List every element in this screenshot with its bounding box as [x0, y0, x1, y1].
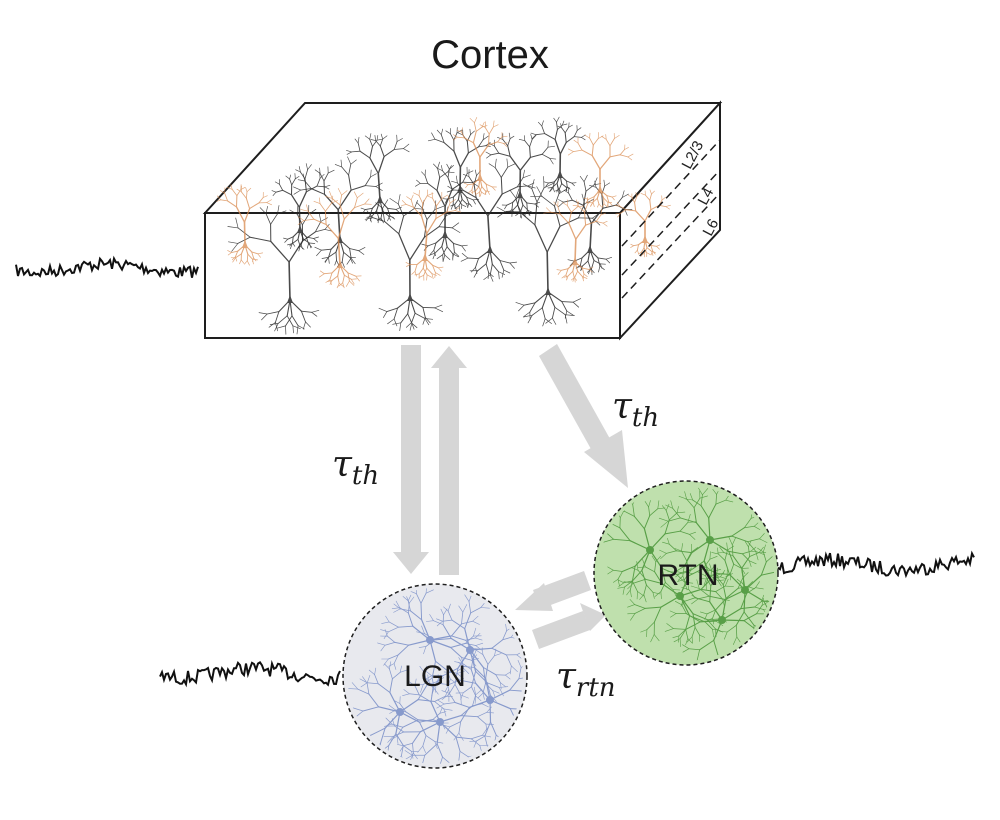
cortex-front-face — [204, 212, 621, 339]
rtn-label: RTN — [657, 559, 718, 592]
layer-boundary-l6-bottom — [621, 192, 721, 299]
pyramidal-neurons — [216, 116, 671, 335]
cortex-title: Cortex — [431, 33, 549, 77]
arrow-cortex-to-rtn — [539, 344, 628, 488]
arrow-lgn-to-cortex — [431, 346, 467, 575]
cortex-signal-trace — [15, 255, 199, 279]
rtn-nucleus: RTN — [593, 480, 779, 666]
rtn-signal-trace — [777, 550, 975, 579]
lgn-nucleus: LGN — [342, 583, 528, 769]
layer-boundary-l23-l4 — [621, 139, 721, 247]
arrow-cortex-to-lgn — [393, 345, 429, 574]
delay-label-cortex-rtn: τth — [612, 386, 659, 433]
rtn-circle — [593, 480, 779, 666]
delay-label-lgn-rtn: τrtn — [556, 656, 616, 703]
lgn-signal-trace — [159, 659, 341, 688]
delay-label-cortex-lgn: τth — [332, 444, 379, 491]
layer-label-l6: L6 — [700, 216, 723, 239]
layer-boundary-l4-l6 — [621, 169, 721, 276]
lgn-label: LGN — [404, 660, 466, 693]
layer-label-l4: L4 — [695, 185, 718, 208]
cortex-block: L2/3 L4 L6 — [202, 100, 723, 341]
connection-arrows — [393, 344, 628, 649]
arrow-lgn-to-rtn — [532, 603, 606, 649]
arrow-rtn-to-lgn — [515, 571, 591, 611]
